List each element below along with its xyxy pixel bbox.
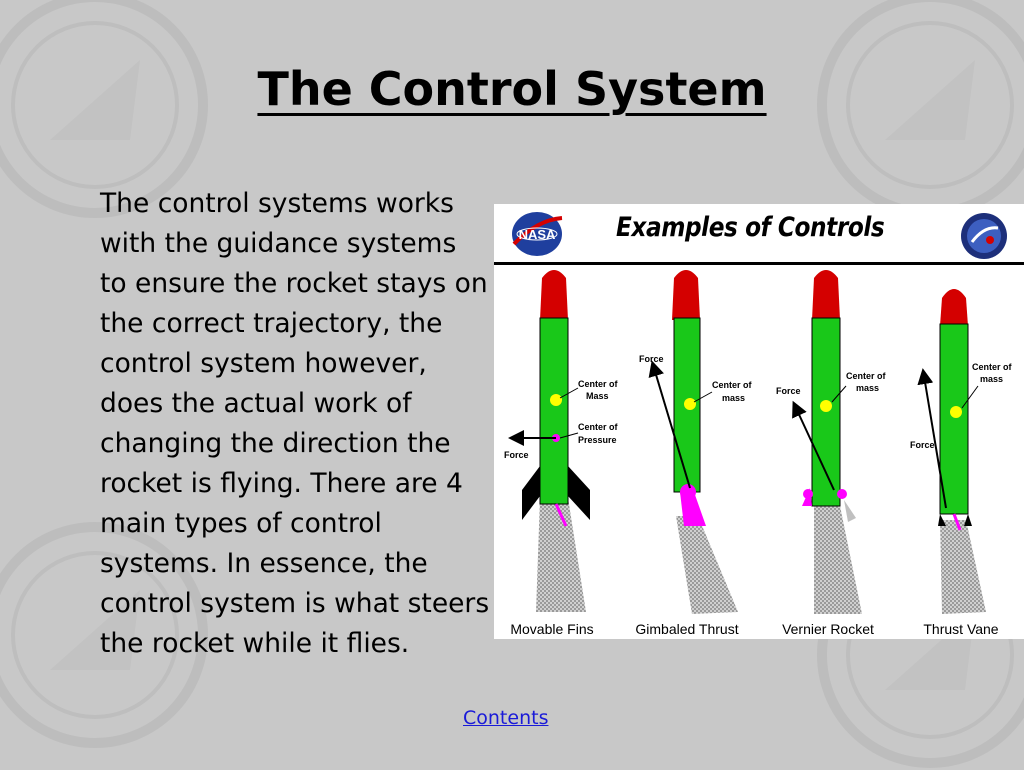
rocket-thrust-vane: Center of mass Force Thrust Vane (910, 289, 1013, 637)
rocket-nose (940, 289, 968, 326)
slide-title: The Control System (0, 62, 1024, 116)
slide-title-text: The Control System (257, 62, 767, 116)
figure-title: Examples of Controls (616, 212, 885, 243)
vernier-thruster (803, 489, 813, 499)
thrust-vane (938, 514, 946, 526)
rockets-diagram: Center of Mass Center of Pressure Force … (504, 270, 1013, 637)
rocket-nose (672, 270, 700, 320)
figure-header: NASA Examples of Controls (494, 204, 1024, 265)
rocket-body (939, 323, 969, 515)
rocket-caption: Thrust Vane (923, 621, 998, 637)
center-of-mass-dot (950, 406, 962, 418)
civil-air-patrol-seal-icon (0, 0, 208, 218)
gimbaled-nozzle (680, 492, 706, 526)
label: Center of (578, 422, 619, 432)
rocket-gimbaled-thrust: Force Center of mass Gimbaled Thrust (635, 270, 753, 637)
rocket-body (539, 317, 569, 505)
label: Force (504, 450, 529, 460)
contents-link[interactable]: Contents (463, 707, 549, 729)
exhaust-plume (536, 498, 586, 612)
rocket-vernier: Center of mass Force Vernier Rocket (776, 270, 887, 637)
rocket-caption: Vernier Rocket (782, 621, 874, 637)
slide-body-text: The control systems works with the guida… (100, 188, 490, 659)
label: Mass (586, 391, 609, 401)
controls-figure: NASA Examples of Controls (494, 204, 1024, 639)
thrust-vane (964, 514, 972, 526)
nasa-logo-icon: NASA (512, 212, 563, 256)
rocket-nose (812, 270, 840, 320)
nasa-logo-text: NASA (519, 227, 556, 242)
label: Force (639, 354, 664, 364)
exploration-logo-icon (961, 213, 1007, 259)
center-of-mass-dot (820, 400, 832, 412)
rocket-nose (540, 270, 568, 320)
rocket-movable-fins: Center of Mass Center of Pressure Force … (504, 270, 619, 637)
label: mass (856, 383, 879, 393)
exhaust-plume (814, 506, 862, 614)
rocket-fin (568, 466, 590, 520)
label: Center of (846, 371, 887, 381)
label: Center of (712, 380, 753, 390)
label: Force (776, 386, 801, 396)
civil-air-patrol-seal-icon (0, 522, 208, 748)
vernier-thruster (837, 489, 847, 499)
label: mass (980, 374, 1003, 384)
rocket-caption: Movable Fins (510, 621, 593, 637)
exhaust-plume (940, 520, 986, 614)
label: Center of (972, 362, 1013, 372)
label: Pressure (578, 435, 617, 445)
label: Center of (578, 379, 619, 389)
rocket-caption: Gimbaled Thrust (635, 621, 738, 637)
rocket-fin (522, 466, 540, 520)
label: mass (722, 393, 745, 403)
center-of-mass-dot (684, 398, 696, 410)
exhaust-plume (676, 516, 738, 614)
figure-divider (494, 262, 1024, 265)
center-of-mass-dot (550, 394, 562, 406)
label: Force (910, 440, 935, 450)
